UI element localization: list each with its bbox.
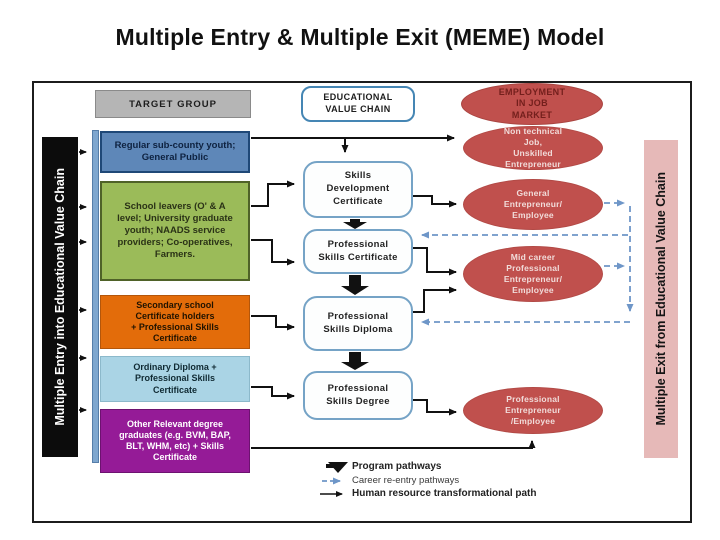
legend-program-pathways-label: Program pathways — [352, 461, 442, 472]
target-group-degree-graduates: Other Relevant degree graduates (e.g. BV… — [100, 409, 250, 473]
cert-skills-development: Skills Development Certificate — [303, 161, 413, 218]
multiple-exit-bar-label: Multiple Exit from Educational Value Cha… — [654, 172, 668, 426]
outcome-general-entrepreneur: General Entrepreneur/ Employee — [463, 179, 603, 230]
cert-professional-skills-diploma: Professional Skills Diploma — [303, 296, 413, 351]
header-educational-value-chain: EDUCATIONAL VALUE CHAIN — [301, 86, 415, 122]
legend-transformational-path-label: Human resource transformational path — [352, 488, 537, 499]
multiple-entry-bar: Multiple Entry into Educational Value Ch… — [42, 137, 78, 457]
target-group-secondary-certificate-holders: Secondary school Certificate holders + P… — [100, 295, 250, 349]
target-group-ordinary-diploma: Ordinary Diploma + Professional Skills C… — [100, 356, 250, 402]
entry-rail — [92, 130, 99, 463]
outcome-mid-career-professional: Mid career Professional Entrepreneur/ Em… — [463, 246, 603, 302]
outcome-non-technical-job: Non technical Job, Unskilled Entrepreneu… — [463, 126, 603, 170]
legend-career-reentry-label: Career re-entry pathways — [352, 475, 460, 486]
header-target-group: TARGET GROUP — [95, 90, 251, 118]
outcome-professional-entrepreneur: Professional Entrepreneur /Employee — [463, 387, 603, 434]
target-group-regular-youth: Regular sub-county youth; General Public — [100, 131, 250, 173]
multiple-exit-bar: Multiple Exit from Educational Value Cha… — [644, 140, 678, 458]
cert-professional-skills-degree: Professional Skills Degree — [303, 371, 413, 420]
diagram-frame — [32, 81, 692, 523]
target-group-school-leavers: School leavers (O' & A level; University… — [100, 181, 250, 281]
page-title: Multiple Entry & Multiple Exit (MEME) Mo… — [115, 24, 605, 50]
header-employment-in-job-market: EMPLOYMENT IN JOB MARKET — [461, 83, 603, 125]
multiple-entry-bar-label: Multiple Entry into Educational Value Ch… — [53, 168, 67, 426]
cert-professional-skills-certificate: Professional Skills Certificate — [303, 229, 413, 274]
